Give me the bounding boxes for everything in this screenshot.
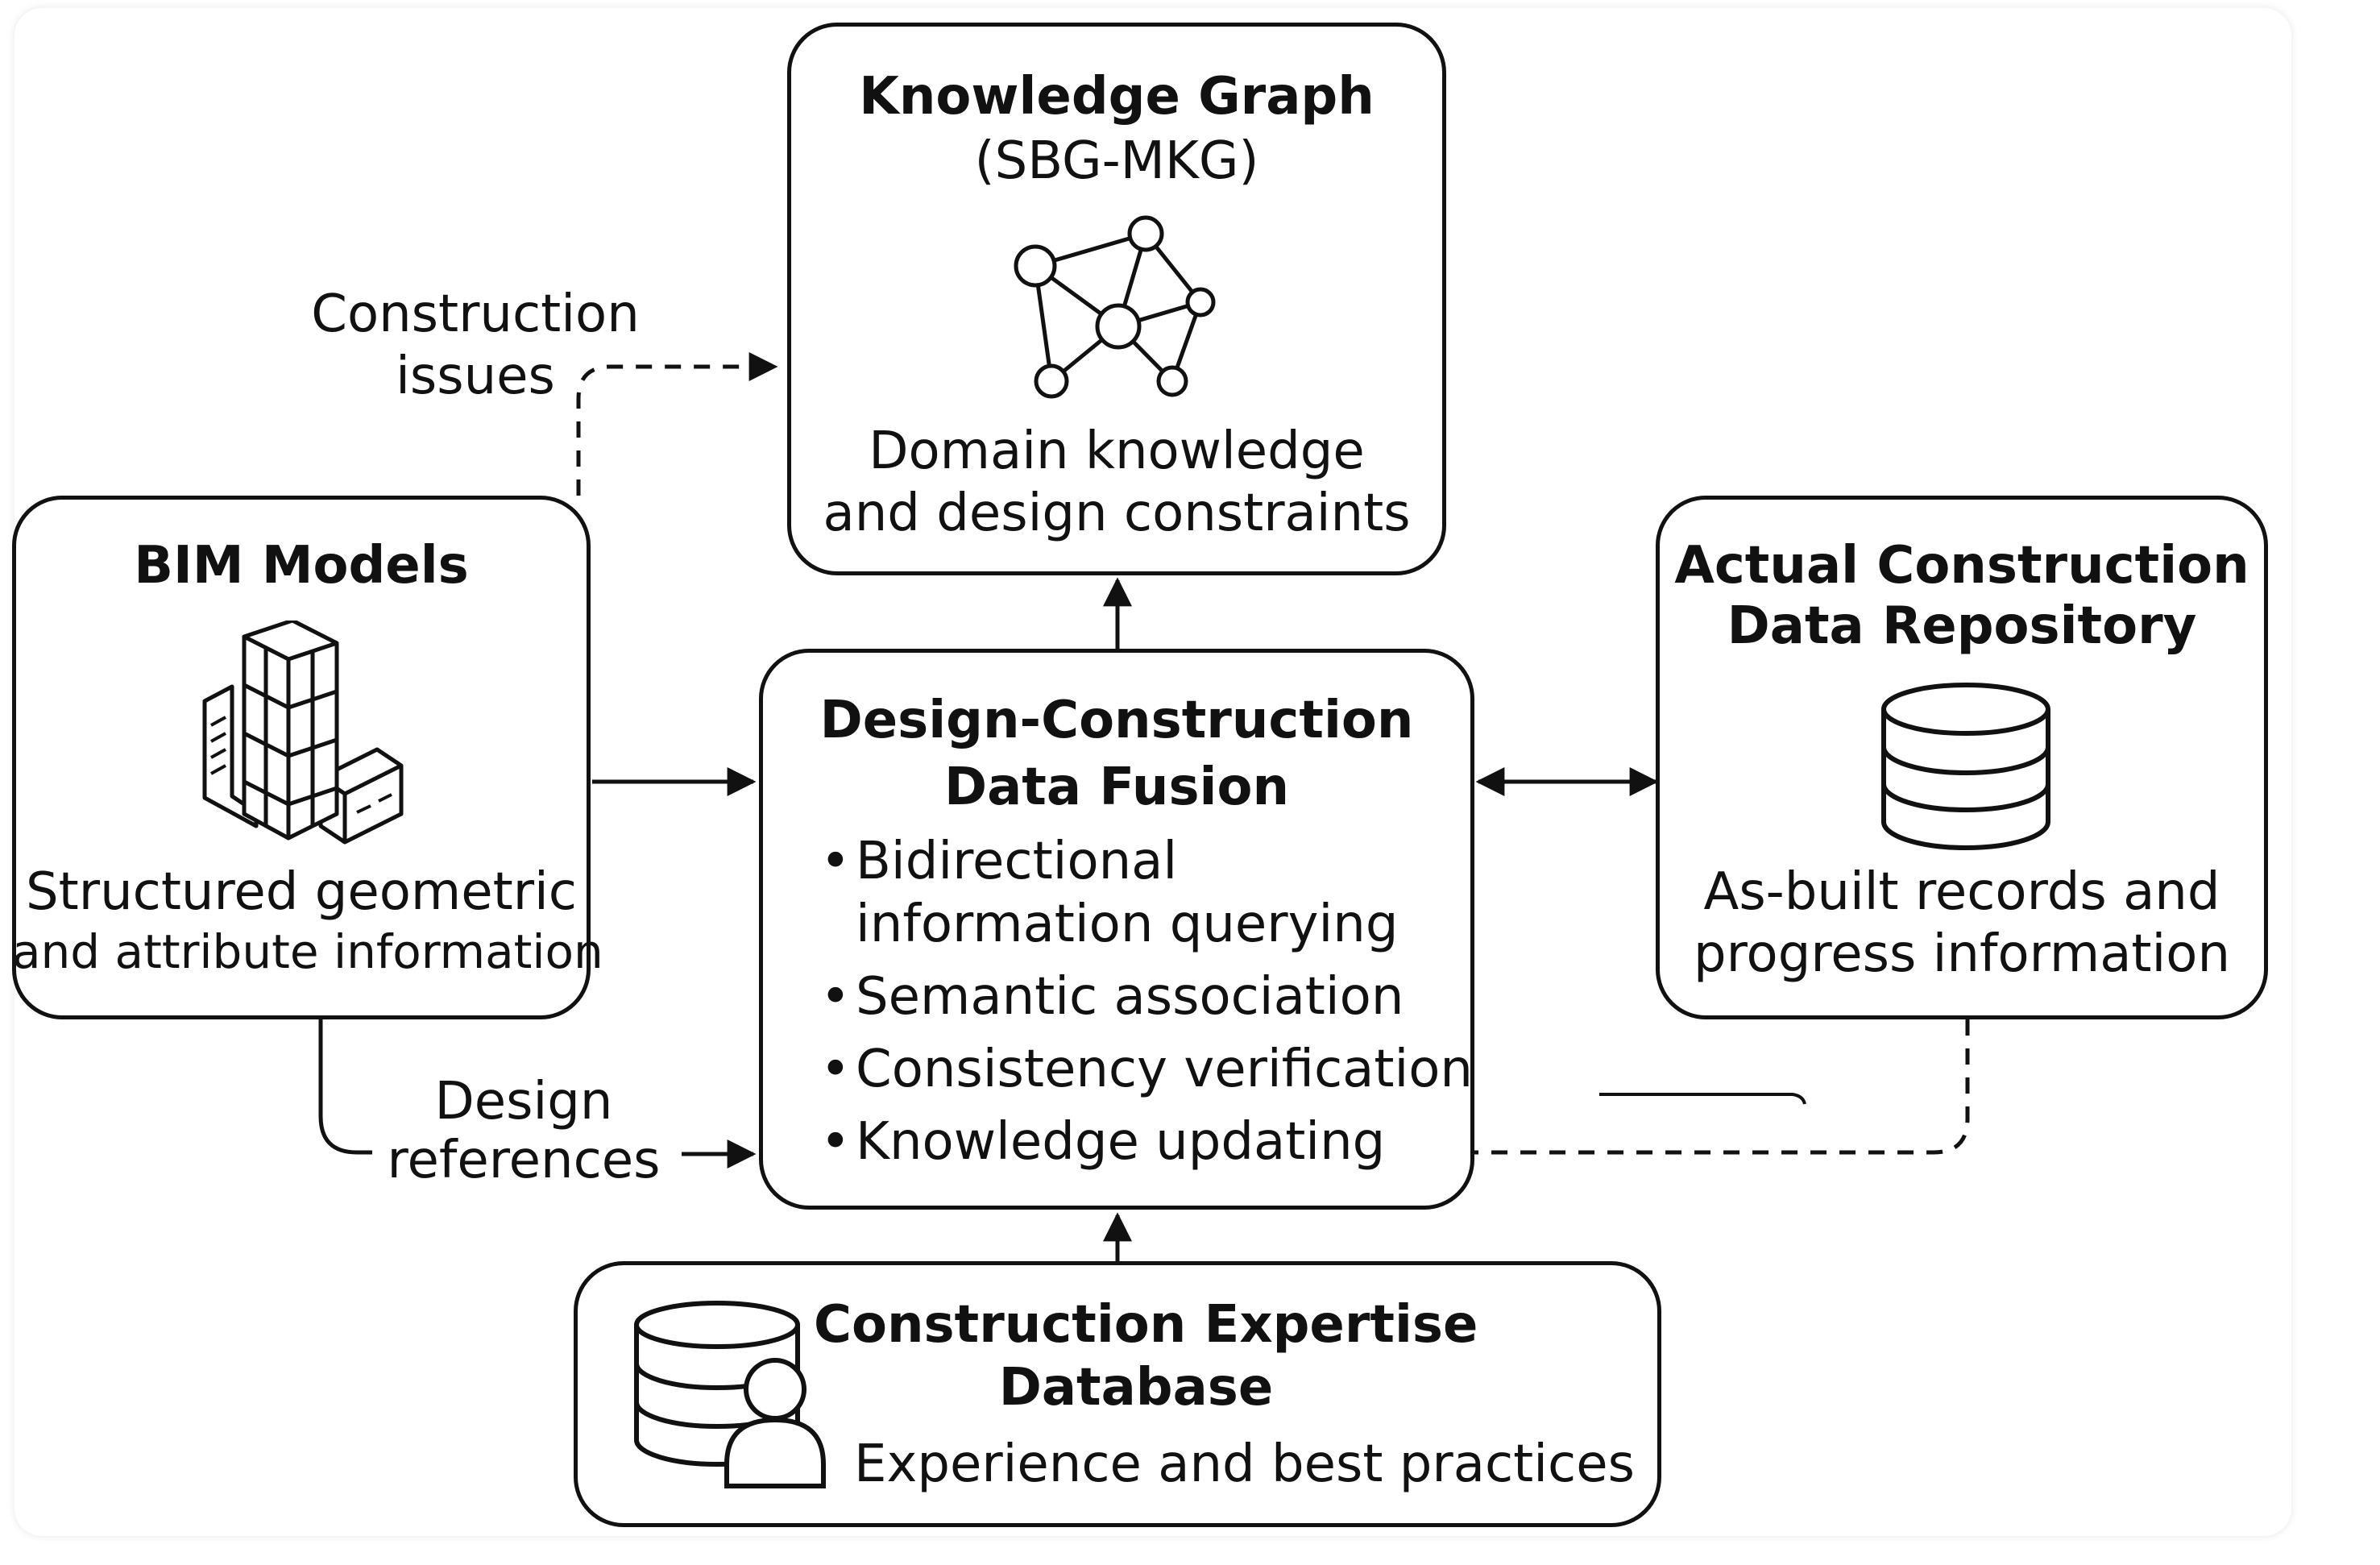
- fusion-bullet-item: Consistency verification: [814, 1038, 1473, 1101]
- fusion-bullet-text: Knowledge updating: [856, 1112, 1386, 1172]
- kg-description-line-2: and design constraints: [823, 484, 1411, 543]
- arrow-design-references: [318, 1019, 372, 1155]
- kg-subtitle: (SBG-MKG): [974, 131, 1259, 191]
- repo-title-line-1: Actual Construction: [1674, 536, 2249, 596]
- edge-label-design-references-line-2: references: [387, 1131, 661, 1190]
- node-knowledge-graph: [787, 23, 1446, 575]
- network-graph-icon: [1014, 215, 1216, 399]
- edge-label-construction-issues-line-1: Construction: [311, 284, 640, 344]
- fusion-title-line-2: Data Fusion: [943, 758, 1290, 817]
- bim-title: BIM Models: [134, 536, 469, 596]
- building-icon: [202, 621, 404, 845]
- database-user-icon: [634, 1301, 826, 1488]
- fusion-bullet-text: Bidirectional: [856, 832, 1178, 891]
- repo-title-line-2: Data Repository: [1727, 596, 2197, 656]
- edge-label-design-references-line-1: Design: [434, 1072, 613, 1131]
- fusion-title-line-1: Design-Construction: [819, 691, 1414, 750]
- kg-title: Knowledge Graph: [859, 67, 1375, 127]
- database-icon: [1881, 683, 2050, 850]
- expertise-title-line-1: Construction Expertise: [814, 1295, 1478, 1355]
- fusion-bullet-text: information querying: [856, 895, 1399, 954]
- stray-line: [1599, 1093, 1806, 1105]
- expertise-title-line-2: Database: [998, 1358, 1274, 1418]
- bim-description-line-2: and attribute information: [12, 924, 603, 979]
- fusion-bullet-item: Semantic association: [814, 965, 1473, 1028]
- kg-description-line-1: Domain knowledge: [869, 421, 1365, 481]
- edge-label-construction-issues-line-2: issues: [396, 347, 555, 406]
- fusion-bullet-text: Consistency verification: [856, 1040, 1473, 1099]
- repo-description-line-2: progress information: [1694, 924, 2230, 984]
- fusion-bullet-text: Semantic association: [856, 967, 1404, 1027]
- dashed-line-repo-to-fusion: [1474, 1019, 1970, 1155]
- fusion-bullet-item: Knowledge updating: [814, 1110, 1473, 1173]
- expertise-description: Experience and best practices: [854, 1434, 1635, 1494]
- dashed-arrow-construction-issues: [576, 352, 778, 496]
- repo-description-line-1: As-built records and: [1703, 862, 2220, 922]
- bim-description-line-1: Structured geometric: [26, 862, 577, 922]
